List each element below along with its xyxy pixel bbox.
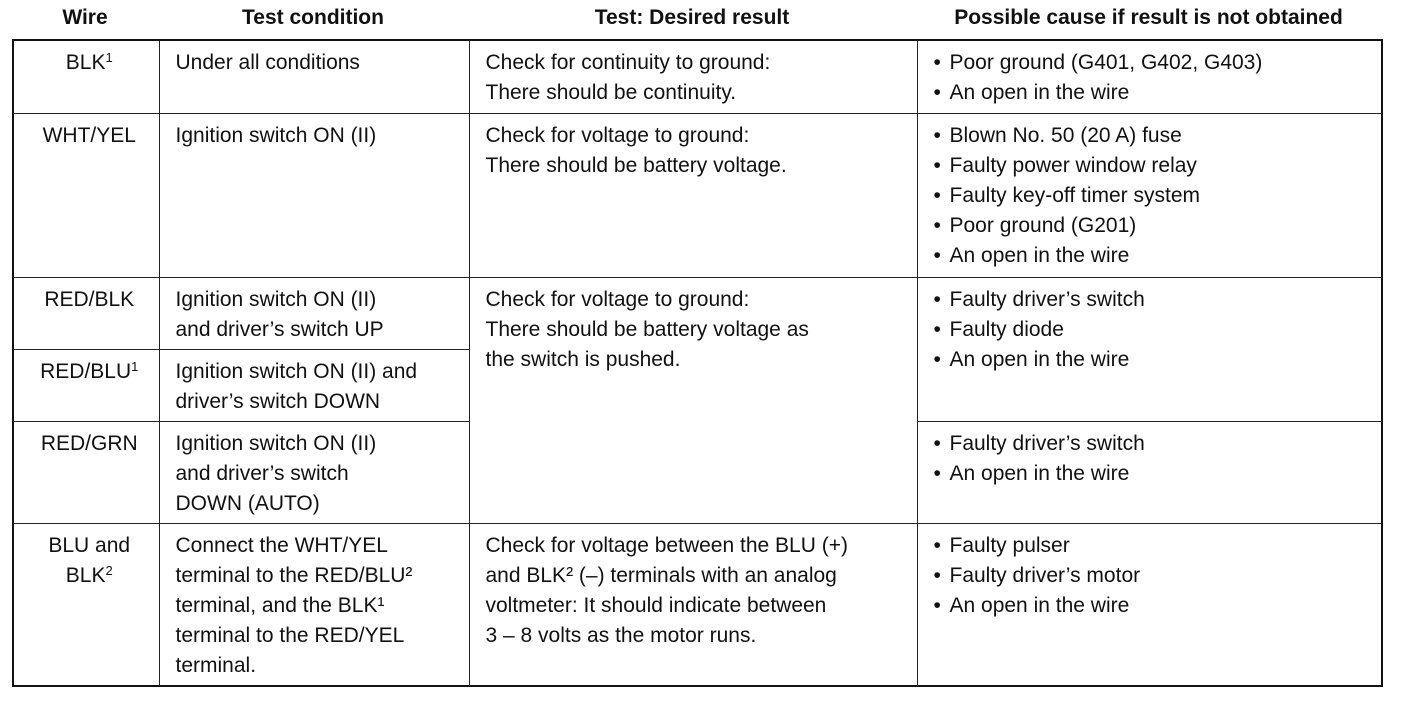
cause-item: An open in the wire: [934, 241, 1372, 271]
result-line: There should be continuity.: [485, 81, 737, 104]
test-condition-cell: Ignition switch ON (II) and driver’s swi…: [158, 420, 470, 524]
result-line: and BLK² (–) terminals with an analog: [485, 563, 837, 587]
test-condition-cell: Connect the WHT/YEL terminal to the RED/…: [158, 522, 470, 687]
wire-test-table: BLK1 Under all conditions Check for cont…: [12, 39, 1383, 687]
table-header-row: Wire Test condition Test: Desired result…: [0, 6, 1408, 36]
wire-label: RED/BLK: [44, 287, 135, 311]
wire-label: BLK: [65, 51, 106, 74]
table-row: BLK1 Under all conditions Check for cont…: [12, 39, 1383, 114]
condition-line: Ignition switch ON (II): [175, 123, 377, 147]
cause-item: Poor ground (G201): [934, 211, 1372, 241]
condition-line: Ignition switch ON (II): [175, 431, 377, 455]
result-line: There should be battery voltage.: [485, 153, 787, 177]
condition-line: Connect the WHT/YEL: [175, 533, 388, 557]
condition-line: Ignition switch ON (II) and: [175, 359, 418, 383]
footnote-marker: 1: [131, 358, 139, 374]
cause-item: Faulty driver’s motor: [934, 561, 1372, 591]
cause-item: An open in the wire: [934, 345, 1372, 375]
result-line: There should be battery voltage as: [485, 317, 809, 341]
desired-result-cell: Check for continuity to ground: There sh…: [468, 39, 918, 114]
condition-line: Ignition switch ON (II): [175, 287, 377, 311]
test-condition-cell: Ignition switch ON (II) and driver’s swi…: [158, 276, 470, 350]
cause-item: Faulty power window relay: [934, 151, 1372, 181]
wire-label: BLU and: [48, 533, 131, 557]
header-possible-cause: Possible cause if result is not obtained: [954, 6, 1343, 29]
table-row: RED/BLU1 Ignition switch ON (II) and dri…: [12, 348, 1382, 422]
wire-cell: RED/BLK: [12, 276, 160, 350]
table-row: BLU and BLK2 Connect the WHT/YEL termina…: [12, 522, 1383, 687]
cause-item: An open in the wire: [934, 78, 1372, 108]
condition-line: DOWN (AUTO): [175, 491, 320, 515]
possible-cause-cell: Faulty driver’s switch Faulty diode An o…: [916, 276, 1383, 422]
condition-line: terminal.: [175, 653, 257, 677]
condition-line: driver’s switch DOWN: [175, 389, 381, 413]
header-wire: Wire: [62, 6, 108, 29]
cause-item: Faulty driver’s switch: [934, 429, 1372, 459]
result-line: the switch is pushed.: [485, 347, 681, 371]
footnote-marker: 2: [105, 562, 113, 578]
test-condition-cell: Under all conditions: [158, 39, 470, 114]
footnote-marker: 1: [105, 50, 113, 65]
result-line: Check for voltage to ground:: [485, 123, 750, 147]
possible-cause-cell: Faulty driver’s switch An open in the wi…: [916, 420, 1383, 524]
cause-item: Faulty key-off timer system: [934, 181, 1372, 211]
cause-item: Faulty diode: [934, 315, 1372, 345]
wire-cell: WHT/YEL: [12, 112, 160, 278]
desired-result-cell: Check for voltage between the BLU (+) an…: [468, 522, 918, 687]
cause-item: Blown No. 50 (20 A) fuse: [934, 121, 1372, 151]
result-line: Check for continuity to ground:: [485, 51, 771, 74]
test-condition-cell: Ignition switch ON (II) and driver’s swi…: [158, 348, 470, 422]
cause-item: Faulty driver’s switch: [934, 285, 1372, 315]
cause-item: An open in the wire: [934, 459, 1372, 489]
possible-cause-cell: Blown No. 50 (20 A) fuse Faulty power wi…: [916, 112, 1383, 278]
wire-cell: BLU and BLK2: [12, 522, 160, 687]
wire-label: RED/GRN: [40, 431, 138, 455]
wire-label: WHT/YEL: [42, 123, 136, 147]
cause-item: Poor ground (G401, G402, G403): [934, 48, 1372, 78]
wire-label: RED/BLU: [40, 359, 132, 383]
test-condition-cell: Ignition switch ON (II): [158, 112, 470, 278]
result-line: Check for voltage to ground:: [485, 287, 750, 311]
header-desired-result: Test: Desired result: [594, 6, 790, 29]
possible-cause-cell: Poor ground (G401, G402, G403) An open i…: [916, 39, 1383, 114]
table-row: RED/BLK Ignition switch ON (II) and driv…: [12, 276, 1383, 524]
desired-result-cell: Check for voltage to ground: There shoul…: [468, 112, 918, 278]
wire-cell: RED/GRN: [12, 420, 160, 524]
result-line: voltmeter: It should indicate between: [485, 593, 827, 617]
condition-line: and driver’s switch UP: [175, 317, 384, 341]
header-test-condition: Test condition: [242, 6, 384, 29]
condition-line: terminal to the RED/YEL: [175, 623, 405, 647]
result-line: Check for voltage between the BLU (+): [485, 533, 848, 557]
table-row: RED/GRN Ignition switch ON (II) and driv…: [12, 420, 1383, 524]
desired-result-cell: Check for voltage to ground: There shoul…: [468, 276, 918, 524]
cause-item: Faulty pulser: [934, 531, 1372, 561]
condition-line: terminal to the RED/BLU²: [175, 563, 413, 587]
wire-cell: BLK1: [12, 39, 160, 114]
table-row: WHT/YEL Ignition switch ON (II) Check fo…: [12, 112, 1383, 278]
result-line: 3 – 8 volts as the motor runs.: [485, 623, 757, 647]
possible-cause-cell: Faulty pulser Faulty driver’s motor An o…: [916, 522, 1383, 687]
wire-cell: RED/BLU1: [12, 348, 160, 422]
wire-label: BLK: [65, 563, 106, 587]
condition-line: and driver’s switch: [175, 461, 349, 485]
cause-item: An open in the wire: [934, 591, 1372, 621]
condition-line: terminal, and the BLK¹: [175, 593, 385, 617]
condition-line: Under all conditions: [175, 51, 360, 74]
